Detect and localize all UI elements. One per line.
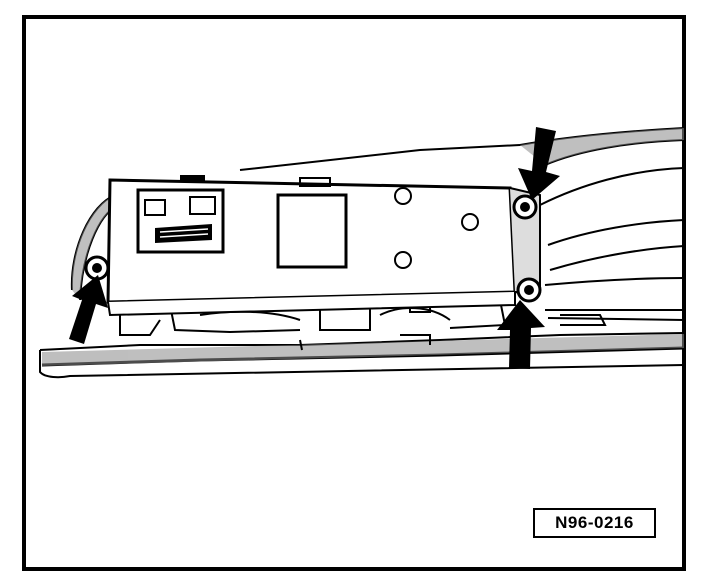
arrow-icon [69, 127, 560, 369]
figure-code-label: N96-0216 [533, 508, 656, 538]
module-window [276, 193, 348, 269]
screw-icon [84, 194, 542, 303]
control-module [106, 175, 541, 317]
figure-border [22, 15, 686, 571]
